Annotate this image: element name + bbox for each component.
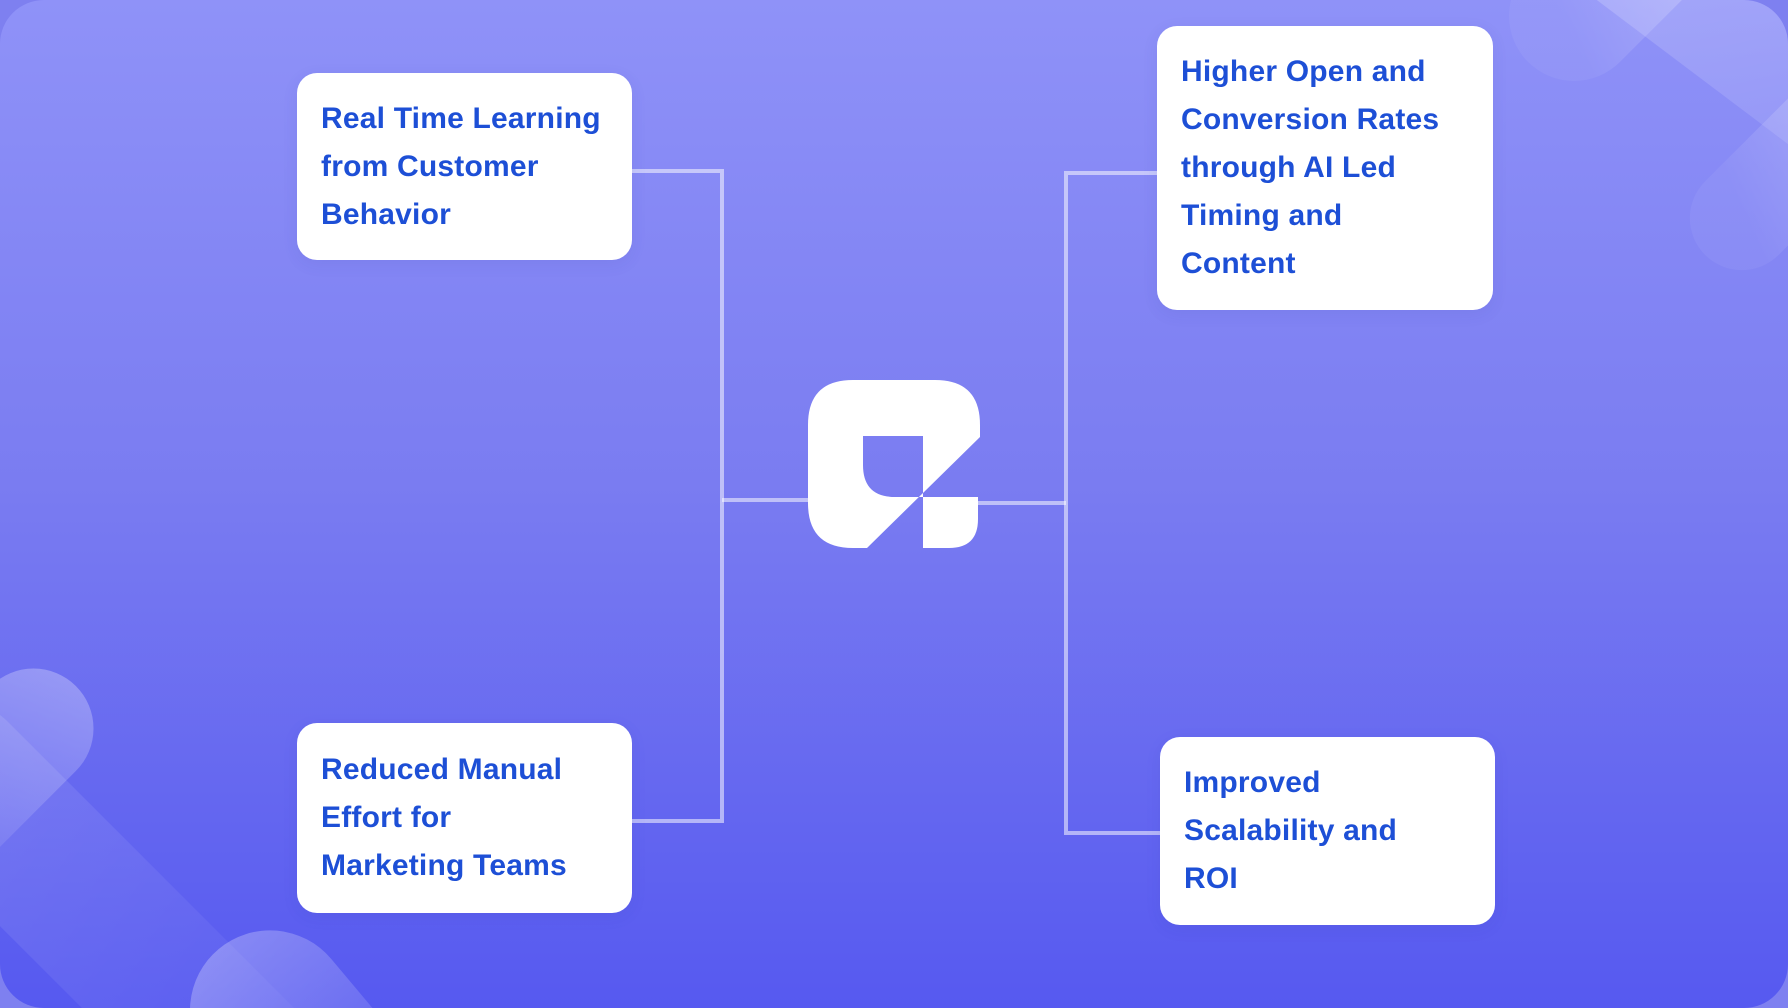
- node-card-bottom-right: Improved Scalability and ROI: [1160, 737, 1495, 925]
- node-card-top-right: Higher Open and Conversion Rates through…: [1157, 26, 1493, 310]
- node-text-bottom-right: Improved Scalability and ROI: [1184, 766, 1398, 895]
- node-text-top-left: Real Time Learning from Customer Behavio…: [321, 101, 601, 231]
- node-text-bottom-left: Reduced Manual Effort for Marketing Team…: [321, 753, 567, 882]
- node-card-top-left: Real Time Learning from Customer Behavio…: [297, 73, 632, 260]
- connector-right-bracket: [1064, 171, 1161, 835]
- node-text-top-right: Higher Open and Conversion Rates through…: [1181, 55, 1440, 280]
- brand-logo-icon: [808, 380, 980, 548]
- node-card-bottom-left: Reduced Manual Effort for Marketing Team…: [297, 723, 632, 913]
- connector-left-bracket: [632, 169, 724, 823]
